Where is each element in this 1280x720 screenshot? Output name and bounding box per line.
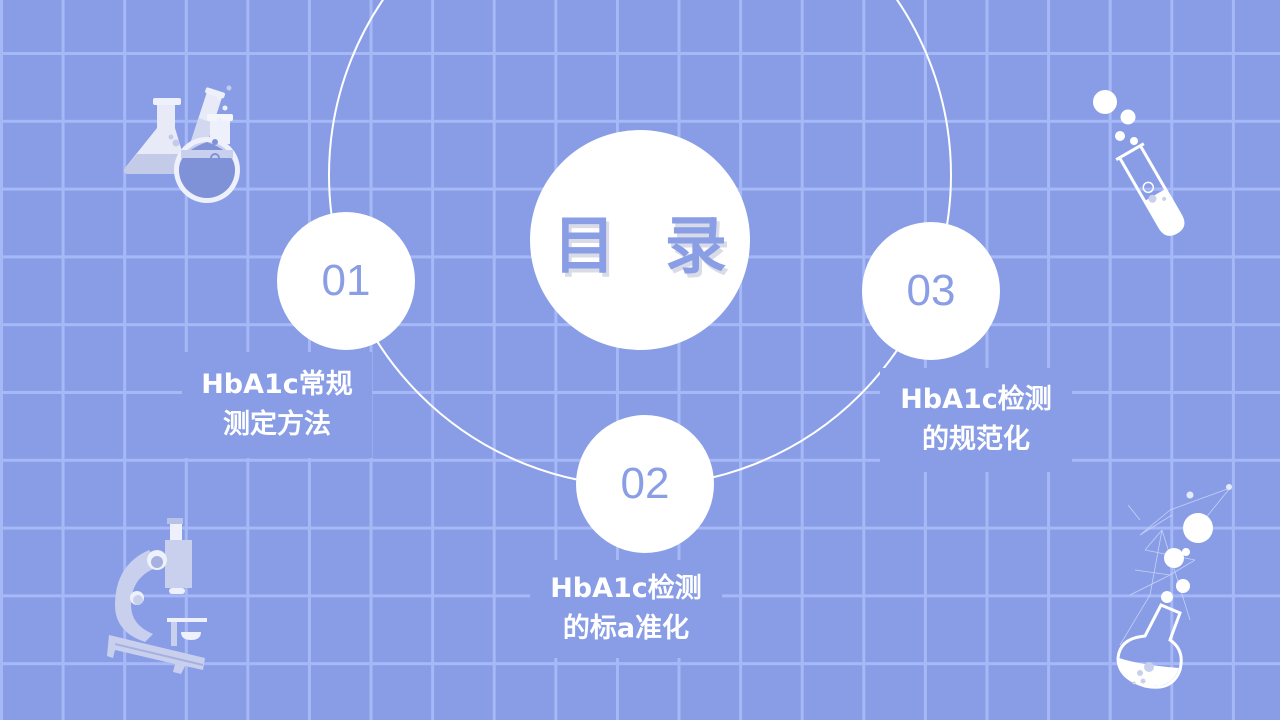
section-03-circle[interactable]: 03 — [862, 222, 1000, 360]
section-02-label-line2: 的标a准化 — [562, 613, 690, 644]
section-01-number: 01 — [321, 256, 371, 305]
section-02-label[interactable]: HbA1c检测 的标a准化 — [530, 560, 722, 658]
section-02-number: 02 — [620, 459, 670, 508]
section-01-label[interactable]: HbA1c常规 测定方法 — [182, 352, 372, 458]
section-03-number: 03 — [906, 266, 956, 315]
test-tube-icon — [1093, 90, 1185, 236]
section-03-label-line2: 的规范化 — [922, 424, 1030, 455]
section-02-label-line1: HbA1c检测 — [550, 573, 702, 604]
title-circle: 目 录 — [530, 130, 750, 350]
round-flask-molecule-icon — [1116, 484, 1232, 689]
page-title: 目 录 — [553, 209, 741, 282]
section-03-label-line1: HbA1c检测 — [900, 384, 1052, 415]
section-01-circle[interactable]: 01 — [277, 212, 415, 350]
section-02-circle[interactable]: 02 — [576, 415, 714, 553]
section-01-label-line1: HbA1c常规 — [201, 369, 353, 400]
section-03-label[interactable]: HbA1c检测 的规范化 — [880, 368, 1072, 472]
lab-flasks-icon — [124, 85, 240, 203]
microscope-icon — [107, 518, 207, 674]
section-01-label-line2: 测定方法 — [223, 409, 331, 440]
